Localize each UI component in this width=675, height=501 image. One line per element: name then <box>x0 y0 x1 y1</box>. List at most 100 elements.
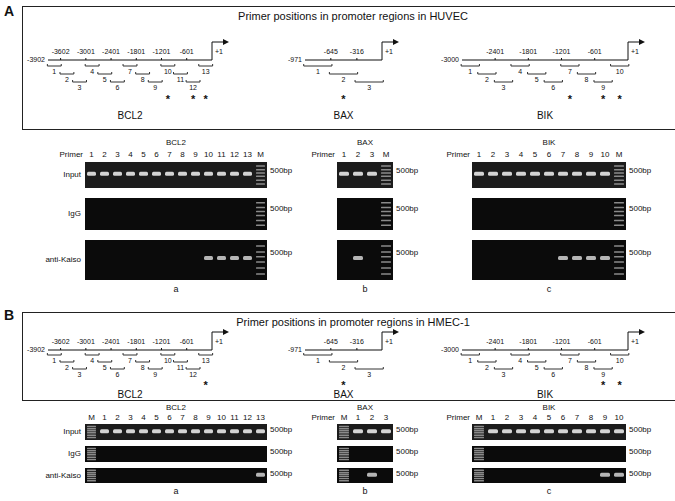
ladder-band <box>339 476 349 478</box>
dna-band <box>530 172 540 176</box>
primer-number: 3 <box>78 84 82 92</box>
position-tick <box>161 58 162 60</box>
dna-band <box>502 172 512 176</box>
panel-letter: B <box>4 307 14 323</box>
ladder-band <box>474 437 484 439</box>
ladder-band <box>256 256 265 258</box>
lane-number: 5 <box>547 413 551 423</box>
lane-number: 13 <box>243 150 252 160</box>
primer-segment <box>544 367 562 369</box>
primer-segment <box>544 80 562 82</box>
ladder-band <box>614 207 624 209</box>
ladder-band <box>614 251 624 253</box>
gene-name: BIK <box>537 389 553 400</box>
dna-band <box>139 172 148 176</box>
dna-band <box>614 473 624 477</box>
lane-number: 4 <box>128 150 132 160</box>
dna-band <box>230 172 239 176</box>
dna-band <box>100 429 109 433</box>
dna-band <box>243 429 252 433</box>
primer-number: 13 <box>202 68 210 76</box>
gel-image <box>337 198 393 230</box>
position-label: -971 <box>288 56 302 64</box>
ladder-band <box>614 169 624 171</box>
primer-segment <box>594 80 612 82</box>
primer-segment <box>98 360 112 362</box>
dna-band <box>217 429 226 433</box>
tss-label: +1 <box>631 338 639 346</box>
row-label: anti-Kaiso <box>45 471 81 481</box>
ladder-band <box>87 474 96 476</box>
primer-number: 12 <box>189 84 197 92</box>
ladder-band <box>614 245 624 247</box>
primer-heading: Primer <box>59 150 83 160</box>
lane-number: 7 <box>575 413 579 423</box>
dna-band <box>230 429 239 433</box>
position-label: -2401 <box>102 48 120 56</box>
ladder-band <box>87 437 96 439</box>
position-label: -645 <box>324 338 338 346</box>
primer-number: 6 <box>115 84 119 92</box>
position-label: -1801 <box>519 48 537 56</box>
primer-number: 3 <box>367 371 371 379</box>
position-tick <box>594 348 595 350</box>
primer-number: 3 <box>78 371 82 379</box>
primer-segment <box>148 367 162 369</box>
position-label: -601 <box>180 48 194 56</box>
ladder-band <box>256 207 265 209</box>
primer-number: 4 <box>90 357 94 365</box>
size-marker: 500bp <box>396 425 418 434</box>
ladder-band <box>256 172 265 174</box>
primer-heading: Primer <box>446 413 470 423</box>
ladder-band <box>87 428 96 430</box>
primer-heading: Primer <box>311 413 335 423</box>
lane-number: 1 <box>356 413 360 423</box>
ladder-band <box>474 472 484 474</box>
significance-mark: * <box>601 94 605 104</box>
primer-number: 1 <box>52 68 56 76</box>
primer-segment <box>461 64 479 66</box>
position-tick <box>136 58 137 60</box>
gene-name: BAX <box>333 110 353 121</box>
ladder-band <box>256 267 265 269</box>
ladder-band <box>614 183 624 185</box>
primer-number: 5 <box>103 76 107 84</box>
lane-number: 12 <box>243 413 252 423</box>
ladder-band <box>256 176 265 178</box>
ladder-band <box>87 459 96 461</box>
dna-band <box>600 256 610 260</box>
row-label: Input <box>63 427 81 437</box>
significance-mark: * <box>341 94 345 104</box>
dna-band <box>488 429 498 433</box>
dna-band <box>353 256 363 260</box>
significance-mark: * <box>191 94 195 104</box>
dna-band <box>502 429 512 433</box>
size-marker: 500bp <box>629 425 651 434</box>
dna-band <box>558 172 568 176</box>
primer-number: 11 <box>177 364 184 372</box>
primer-number: 9 <box>153 371 157 379</box>
dna-band <box>165 172 174 176</box>
primer-segment <box>611 353 629 355</box>
gel-letter: a <box>173 284 178 295</box>
position-label: -1201 <box>553 338 571 346</box>
ladder-band <box>474 426 484 428</box>
position-label: -1201 <box>153 48 171 56</box>
lane-number: 9 <box>589 150 593 160</box>
position-tick <box>561 58 562 60</box>
dna-band <box>367 429 377 433</box>
lane-number: 2 <box>491 150 495 160</box>
gel-gene-name: BCL2 <box>166 138 186 148</box>
ladder-band <box>339 480 349 482</box>
position-label: -3000 <box>441 346 459 354</box>
lane-number: 9 <box>603 413 607 423</box>
ladder-band <box>256 169 265 171</box>
ladder-band <box>381 211 391 213</box>
tss-label: +1 <box>385 338 393 346</box>
ladder-band <box>256 273 265 275</box>
primer-number: 11 <box>177 76 184 84</box>
position-label: -3000 <box>441 56 459 64</box>
primer-segment <box>528 72 546 74</box>
ladder-band <box>256 251 265 253</box>
